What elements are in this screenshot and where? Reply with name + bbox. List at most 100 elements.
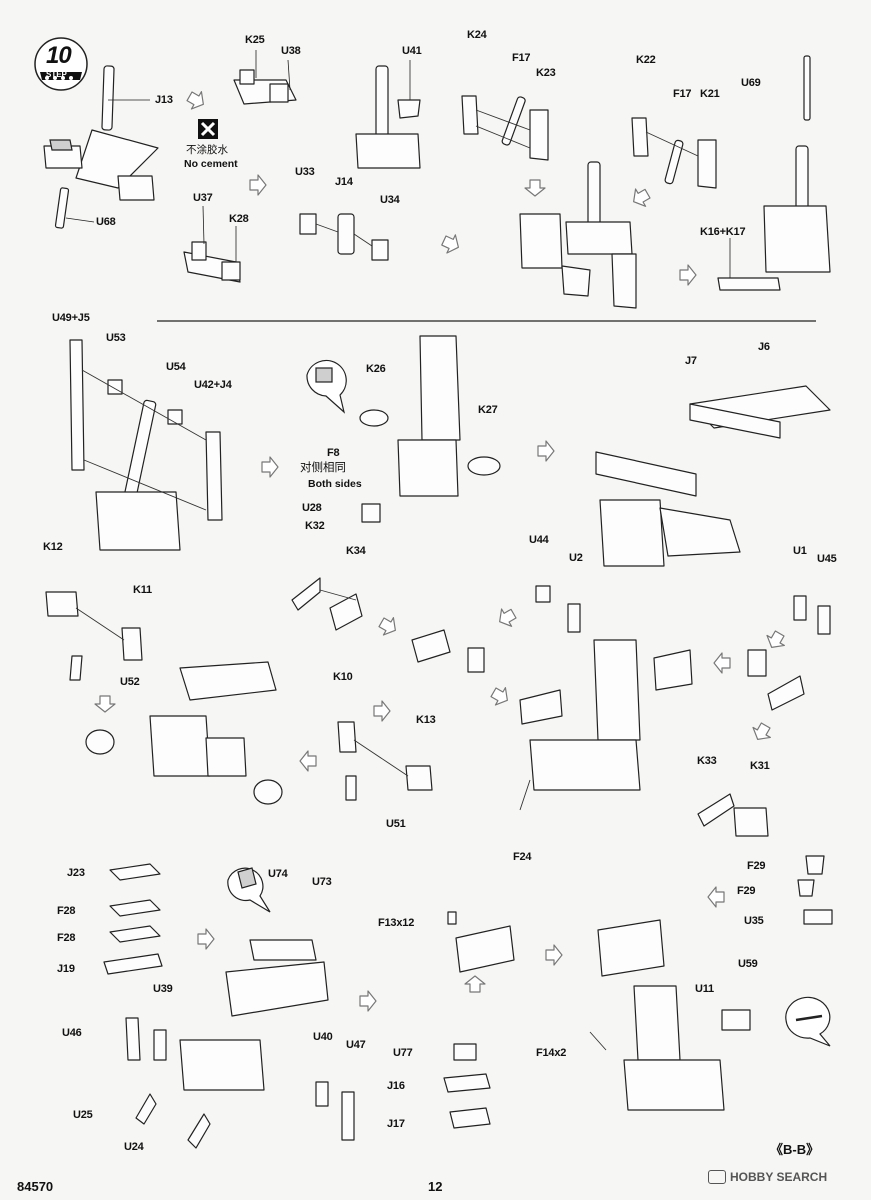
j7-j6-assembly bbox=[595, 385, 831, 567]
part-label-k16-k17: K16+K17 bbox=[700, 226, 746, 238]
lift-arm-assembly bbox=[85, 661, 283, 805]
both-sides-chinese: 对侧相同 bbox=[300, 462, 346, 474]
f29-u35-part bbox=[797, 855, 833, 925]
part-label-k25: K25 bbox=[245, 34, 265, 46]
step-number: 10 bbox=[46, 42, 72, 69]
part-label-u39: U39 bbox=[153, 983, 173, 995]
part-label-u54: U54 bbox=[166, 361, 186, 373]
b-b-callout bbox=[785, 996, 831, 1047]
part-label-u33: U33 bbox=[295, 166, 315, 178]
part-label-u69: U69 bbox=[741, 77, 761, 89]
k24-f17-k23-part bbox=[461, 95, 549, 161]
part-label-j16: J16 bbox=[387, 1080, 405, 1092]
part-label-u46: U46 bbox=[62, 1027, 82, 1039]
part-label-u28: U28 bbox=[302, 502, 322, 514]
part-label-f14x2: F14x2 bbox=[536, 1047, 567, 1059]
part-label-k23: K23 bbox=[536, 67, 556, 79]
watermark-text: HOBBY SEARCH bbox=[730, 1170, 828, 1184]
part-label-f8: F8 bbox=[327, 447, 340, 459]
part-label-k32: K32 bbox=[305, 520, 325, 532]
both-sides-english: Both sides bbox=[308, 478, 362, 490]
part-label-k24: K24 bbox=[467, 29, 487, 41]
no-cement-english: No cement bbox=[184, 158, 238, 170]
part-label-k11: K11 bbox=[133, 584, 152, 596]
part-label-u68: U68 bbox=[96, 216, 116, 228]
part-label-j23: J23 bbox=[67, 867, 85, 879]
no-cement-icon bbox=[198, 119, 218, 139]
u1-u45-part bbox=[793, 595, 831, 635]
part-label-u11: U11 bbox=[695, 983, 714, 995]
step-word: STEP bbox=[46, 70, 67, 79]
part-label-k28: K28 bbox=[229, 213, 249, 225]
part-label-j7: J7 bbox=[685, 355, 697, 367]
lower-arm-assembly bbox=[125, 939, 355, 1149]
part-label-u34: U34 bbox=[380, 194, 400, 206]
u44-u2-part bbox=[535, 585, 581, 633]
part-label-j6: J6 bbox=[758, 341, 770, 353]
step-badge-icon bbox=[34, 37, 88, 91]
part-label-u77: U77 bbox=[393, 1047, 413, 1059]
part-label-j17: J17 bbox=[387, 1118, 405, 1130]
watermark: HOBBY SEARCH bbox=[708, 1170, 827, 1184]
part-label-u25: U25 bbox=[73, 1109, 93, 1121]
section-label: 《B-B》 bbox=[770, 1142, 820, 1157]
part-label-f17-a: F17 bbox=[512, 52, 531, 64]
part-label-k33: K33 bbox=[697, 755, 717, 767]
part-label-u41: U41 bbox=[402, 45, 422, 57]
part-label-f13x12: F13x12 bbox=[378, 917, 415, 929]
u49-j5-assembly bbox=[69, 339, 223, 551]
part-label-f28-a: F28 bbox=[57, 905, 76, 917]
k25-u38-part bbox=[233, 50, 297, 105]
u41-assembly bbox=[299, 60, 421, 261]
part-label-u52: U52 bbox=[120, 676, 140, 688]
part-label-u59: U59 bbox=[738, 958, 758, 970]
watermark-logo-icon bbox=[708, 1170, 726, 1184]
part-label-j14: J14 bbox=[335, 176, 353, 188]
no-cement-chinese: 不涂胶水 bbox=[186, 144, 228, 156]
part-label-k10: K10 bbox=[333, 671, 353, 683]
flow-arrows bbox=[94, 91, 785, 1012]
u37-k28-part bbox=[183, 205, 241, 283]
part-label-f29-a: F29 bbox=[747, 860, 766, 872]
part-label-k26: K26 bbox=[366, 363, 386, 375]
part-label-k27: K27 bbox=[478, 404, 498, 416]
part-label-f29-b: F29 bbox=[737, 885, 756, 897]
part-label-u35: U35 bbox=[744, 915, 764, 927]
part-label-k13: K13 bbox=[416, 714, 436, 726]
k26-k27-assembly bbox=[359, 335, 501, 523]
u74-callout bbox=[227, 867, 271, 913]
part-label-f17-b: F17 bbox=[673, 88, 692, 100]
center-frame-assembly bbox=[519, 639, 693, 811]
small-bracket-part bbox=[411, 629, 485, 673]
part-label-u74: U74 bbox=[268, 868, 288, 880]
k33-k31-part bbox=[697, 793, 769, 837]
page-number: 12 bbox=[428, 1179, 443, 1194]
row3-right-small-parts bbox=[747, 649, 805, 711]
part-label-f24: F24 bbox=[513, 851, 532, 863]
f13-block bbox=[447, 911, 515, 973]
part-label-k12: K12 bbox=[43, 541, 63, 553]
part-label-u2: U2 bbox=[569, 552, 583, 564]
part-label-u42-j4: U42+J4 bbox=[194, 379, 232, 391]
part-label-j13: J13 bbox=[155, 94, 173, 106]
k32-k34-part bbox=[291, 577, 363, 631]
part-label-k34: K34 bbox=[346, 545, 366, 557]
part-label-u49-j5: U49+J5 bbox=[52, 312, 90, 324]
k10-k13-part bbox=[337, 721, 433, 801]
kit-number: 84570 bbox=[17, 1179, 54, 1194]
part-label-u44: U44 bbox=[529, 534, 549, 546]
part-label-u40: U40 bbox=[313, 1031, 333, 1043]
j13-rod bbox=[43, 65, 159, 229]
part-label-k21: K21 bbox=[700, 88, 720, 100]
part-label-u45: U45 bbox=[817, 553, 837, 565]
part-label-u53: U53 bbox=[106, 332, 126, 344]
part-label-k31: K31 bbox=[750, 760, 770, 772]
part-label-u24: U24 bbox=[124, 1141, 144, 1153]
part-label-u37: U37 bbox=[193, 192, 213, 204]
u69-k16-k17-assembly bbox=[717, 55, 831, 291]
k22-f17-k21-part bbox=[631, 117, 717, 189]
row1-center-assembly bbox=[519, 161, 637, 309]
part-label-j19: J19 bbox=[57, 963, 75, 975]
u77-j16-j17-part bbox=[443, 1043, 491, 1129]
